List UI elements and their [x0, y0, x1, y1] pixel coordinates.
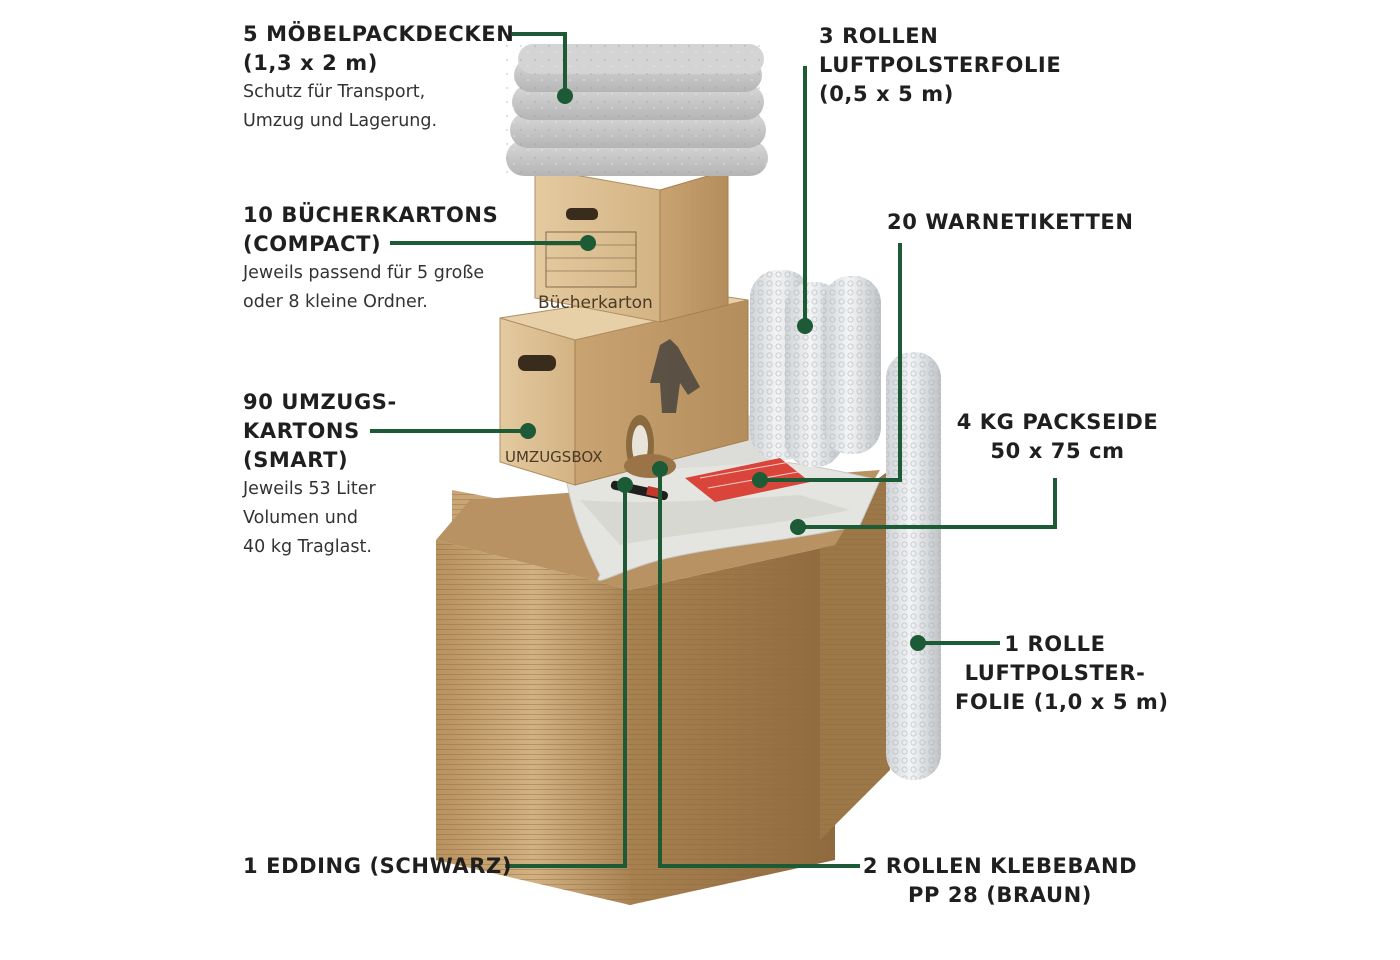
moving-blankets: [506, 44, 768, 176]
label-marker: 1 EDDING (SCHWARZ): [243, 852, 512, 881]
book-boxes-desc-line1: Jeweils passend für 5 große: [243, 263, 485, 283]
book-boxes-title: 10 BÜCHERKARTONS: [243, 203, 499, 227]
bubble-large-size: FOLIE (1,0 x 5 m): [955, 690, 1169, 714]
book-boxes-type: (COMPACT): [243, 232, 382, 256]
callout-dot-moving-boxes: [520, 423, 536, 439]
callout-line-warning-labels: [760, 243, 902, 482]
marker-title: 1 EDDING (SCHWARZ): [243, 854, 513, 878]
callout-dot-blankets: [557, 88, 573, 104]
moving-boxes-type: (SMART): [243, 448, 349, 472]
callout-dot-tape: [652, 461, 668, 477]
callout-dot-tissue-paper: [790, 519, 806, 535]
bubble-small-title-line2: LUFTPOLSTERFOLIE: [819, 53, 1062, 77]
blankets-title: 5 MÖBELPACKDECKEN: [243, 22, 515, 46]
label-moving-boxes: 90 UMZUGS- KARTONS (SMART) Jeweils 53 Li…: [243, 388, 397, 562]
moving-box-print: UMZUGSBOX: [505, 448, 602, 466]
blankets-desc-line1: Schutz für Transport,: [243, 82, 426, 102]
callout-lines: [370, 32, 1057, 868]
tissue-paper-size: 50 x 75 cm: [990, 439, 1125, 463]
bubble-wrap-roll-large: [886, 352, 941, 780]
tape-title: 2 ROLLEN KLEBEBAND: [862, 854, 1138, 878]
moving-boxes-desc-line1: Jeweils 53 Liter: [243, 479, 376, 499]
bubble-large-title-line2: LUFTPOLSTER-: [964, 661, 1146, 685]
label-blankets: 5 MÖBELPACKDECKEN (1,3 x 2 m) Schutz für…: [243, 20, 514, 136]
moving-boxes-desc-line2: Volumen und: [243, 508, 359, 528]
superhero-print-icon: [650, 339, 700, 413]
label-book-boxes: 10 BÜCHERKARTONS (COMPACT) Jeweils passe…: [243, 201, 498, 317]
bubble-small-size: (0,5 x 5 m): [819, 82, 954, 106]
label-tape: 2 ROLLEN KLEBEBAND PP 28 (BRAUN): [862, 852, 1138, 910]
warning-labels-title: 20 WARNETIKETTEN: [887, 210, 1134, 234]
callout-dot-book-boxes: [580, 235, 596, 251]
label-bubble-wrap-small: 3 ROLLEN LUFTPOLSTERFOLIE (0,5 x 5 m): [819, 22, 1061, 109]
callout-dot-bubble-small: [797, 318, 813, 334]
moving-boxes-title-line1: 90 UMZUGS-: [243, 390, 397, 414]
tape-type: PP 28 (BRAUN): [907, 883, 1093, 907]
label-tissue-paper: 4 KG PACKSEIDE 50 x 75 cm: [955, 408, 1160, 466]
moving-boxes-title-line2: KARTONS: [243, 419, 360, 443]
tissue-paper-title: 4 KG PACKSEIDE: [956, 410, 1159, 434]
callout-line-tissue-paper: [798, 478, 1057, 529]
label-warning-labels: 20 WARNETIKETTEN: [887, 208, 1134, 237]
bubble-wrap-rolls-small: [750, 270, 881, 467]
book-boxes-desc-line2: oder 8 kleine Ordner.: [243, 292, 428, 312]
book-box-print: Bücherkarton: [538, 293, 653, 313]
callout-dot-bubble-large: [910, 635, 926, 651]
book-box: Bücherkarton: [534, 167, 729, 323]
bubble-small-title-line1: 3 ROLLEN: [819, 24, 939, 48]
callout-dots: [520, 88, 926, 651]
label-bubble-wrap-large: 1 ROLLE LUFTPOLSTER- FOLIE (1,0 x 5 m): [955, 630, 1169, 717]
callout-dot-warning-labels: [752, 472, 768, 488]
blankets-desc-line2: Umzug und Lagerung.: [243, 111, 438, 131]
moving-boxes-desc-line3: 40 kg Traglast.: [243, 537, 372, 557]
callout-line-blankets: [512, 32, 567, 96]
blankets-size: (1,3 x 2 m): [243, 51, 378, 75]
callout-line-tape: [658, 469, 860, 868]
callout-line-marker: [505, 485, 627, 868]
callout-dot-marker: [617, 477, 633, 493]
bubble-large-title-line1: 1 ROLLE: [1004, 632, 1106, 656]
